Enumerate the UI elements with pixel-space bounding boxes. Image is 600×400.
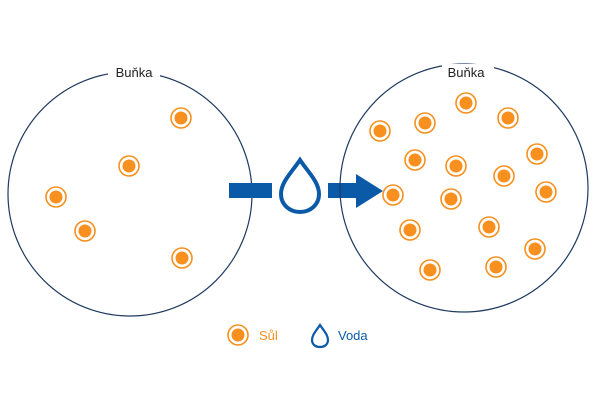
legend: Sůl Voda xyxy=(227,323,368,349)
salt-particle-icon xyxy=(369,120,391,142)
right-cell-label: Buňka xyxy=(448,65,486,80)
arrow-shaft-right xyxy=(328,174,383,208)
salt-particle-icon xyxy=(171,247,193,269)
legend-salt-label: Sůl xyxy=(259,328,278,343)
salt-particle-icon xyxy=(497,107,519,129)
salt-particle-icon xyxy=(399,219,421,241)
salt-particle-icon xyxy=(493,165,515,187)
salt-particle-icon xyxy=(45,186,67,208)
salt-particle-icon xyxy=(414,112,436,134)
salt-particle-icon xyxy=(445,155,467,177)
osmosis-arrow xyxy=(229,156,383,215)
salt-particle-icon xyxy=(485,256,507,278)
salt-particle-icon xyxy=(526,143,548,165)
salt-particle-icon xyxy=(404,149,426,171)
right-cell: Buňka xyxy=(339,63,589,313)
legend-salt-icon xyxy=(227,324,249,346)
salt-particle-icon xyxy=(535,181,557,203)
salt-particle-icon xyxy=(455,92,477,114)
arrow-shaft-left xyxy=(229,183,272,198)
salt-particle-icon xyxy=(74,220,96,242)
salt-particle-icon xyxy=(524,238,546,260)
water-drop-icon xyxy=(278,156,322,215)
left-cell-salt-group xyxy=(45,107,193,269)
legend-water-drop-icon xyxy=(310,323,330,349)
salt-particle-icon xyxy=(118,155,140,177)
salt-particle-icon xyxy=(170,107,192,129)
left-cell: Buňka xyxy=(7,64,253,317)
legend-water-label: Voda xyxy=(338,328,368,343)
right-cell-salt-group xyxy=(369,92,557,281)
salt-particle-icon xyxy=(478,216,500,238)
salt-particle-icon xyxy=(419,259,441,281)
left-cell-membrane xyxy=(7,71,253,317)
salt-particle-icon xyxy=(440,188,462,210)
salt-particle-icon xyxy=(382,184,404,206)
left-cell-label: Buňka xyxy=(116,65,154,80)
